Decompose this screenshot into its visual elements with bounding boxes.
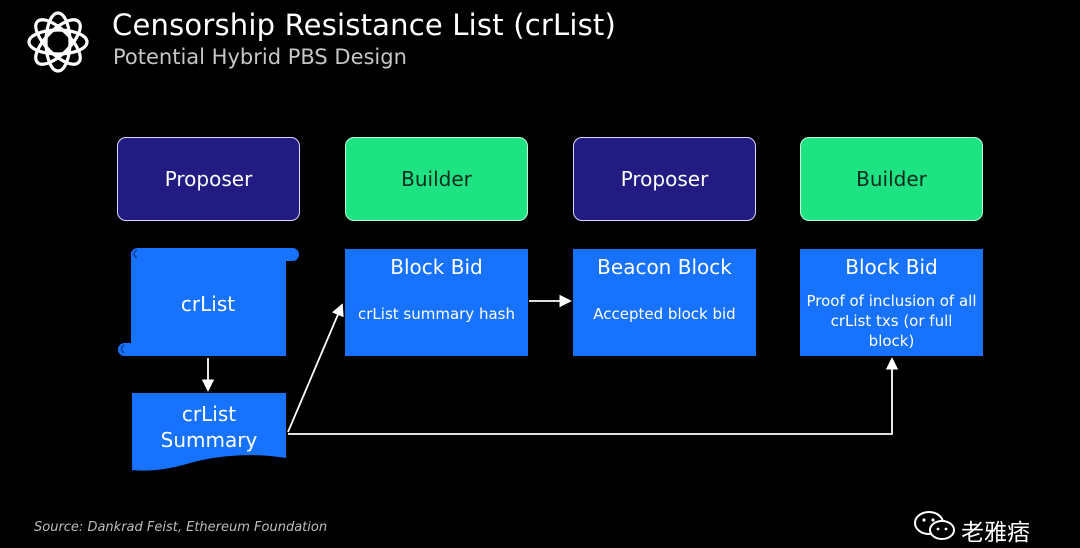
block-bid-card-2-body: Proof of inclusion of all crList txs (or… — [806, 292, 977, 350]
slide-subtitle: Potential Hybrid PBS Design — [113, 45, 407, 69]
role-proposer-2: Proposer — [573, 137, 756, 221]
crlist-summary-line-2: Summary — [160, 428, 258, 452]
block-bid-card-1-body: crList summary hash — [358, 305, 515, 323]
block-bid-card-1-title: Block Bid — [390, 255, 483, 279]
beacon-block-card: Beacon Block Accepted block bid — [573, 249, 756, 356]
crlist-summary-document-shape — [132, 393, 286, 471]
role-builder-1: Builder — [345, 137, 528, 221]
block-bid-card-2-title: Block Bid — [845, 255, 938, 279]
crlist-summary-label: crList Summary — [132, 401, 286, 453]
beacon-block-card-title: Beacon Block — [597, 255, 732, 279]
beacon-block-card-body: Accepted block bid — [593, 305, 736, 323]
slide-title: Censorship Resistance List (crList) — [112, 8, 617, 42]
ethereum-foundation-logo-icon — [27, 11, 89, 73]
block-bid-card-1: Block Bid crList summary hash — [345, 249, 528, 356]
block-bid-card-2: Block Bid Proof of inclusion of all crLi… — [800, 249, 983, 356]
role-proposer-1: Proposer — [117, 137, 300, 221]
watermark-text: 老雅痞 — [961, 520, 1030, 546]
arrow-summary-to-block-bid — [287, 303, 344, 433]
role-builder-2: Builder — [800, 137, 983, 221]
crlist-summary-line-1: crList — [181, 402, 237, 426]
wechat-icon — [914, 511, 955, 540]
source-caption: Source: Dankrad Feist, Ethereum Foundati… — [34, 520, 328, 535]
crlist-scroll-label: crList — [180, 292, 236, 316]
crlist-scroll-shape — [118, 248, 299, 356]
arrow-summary-to-final-block-bid — [288, 357, 899, 435]
